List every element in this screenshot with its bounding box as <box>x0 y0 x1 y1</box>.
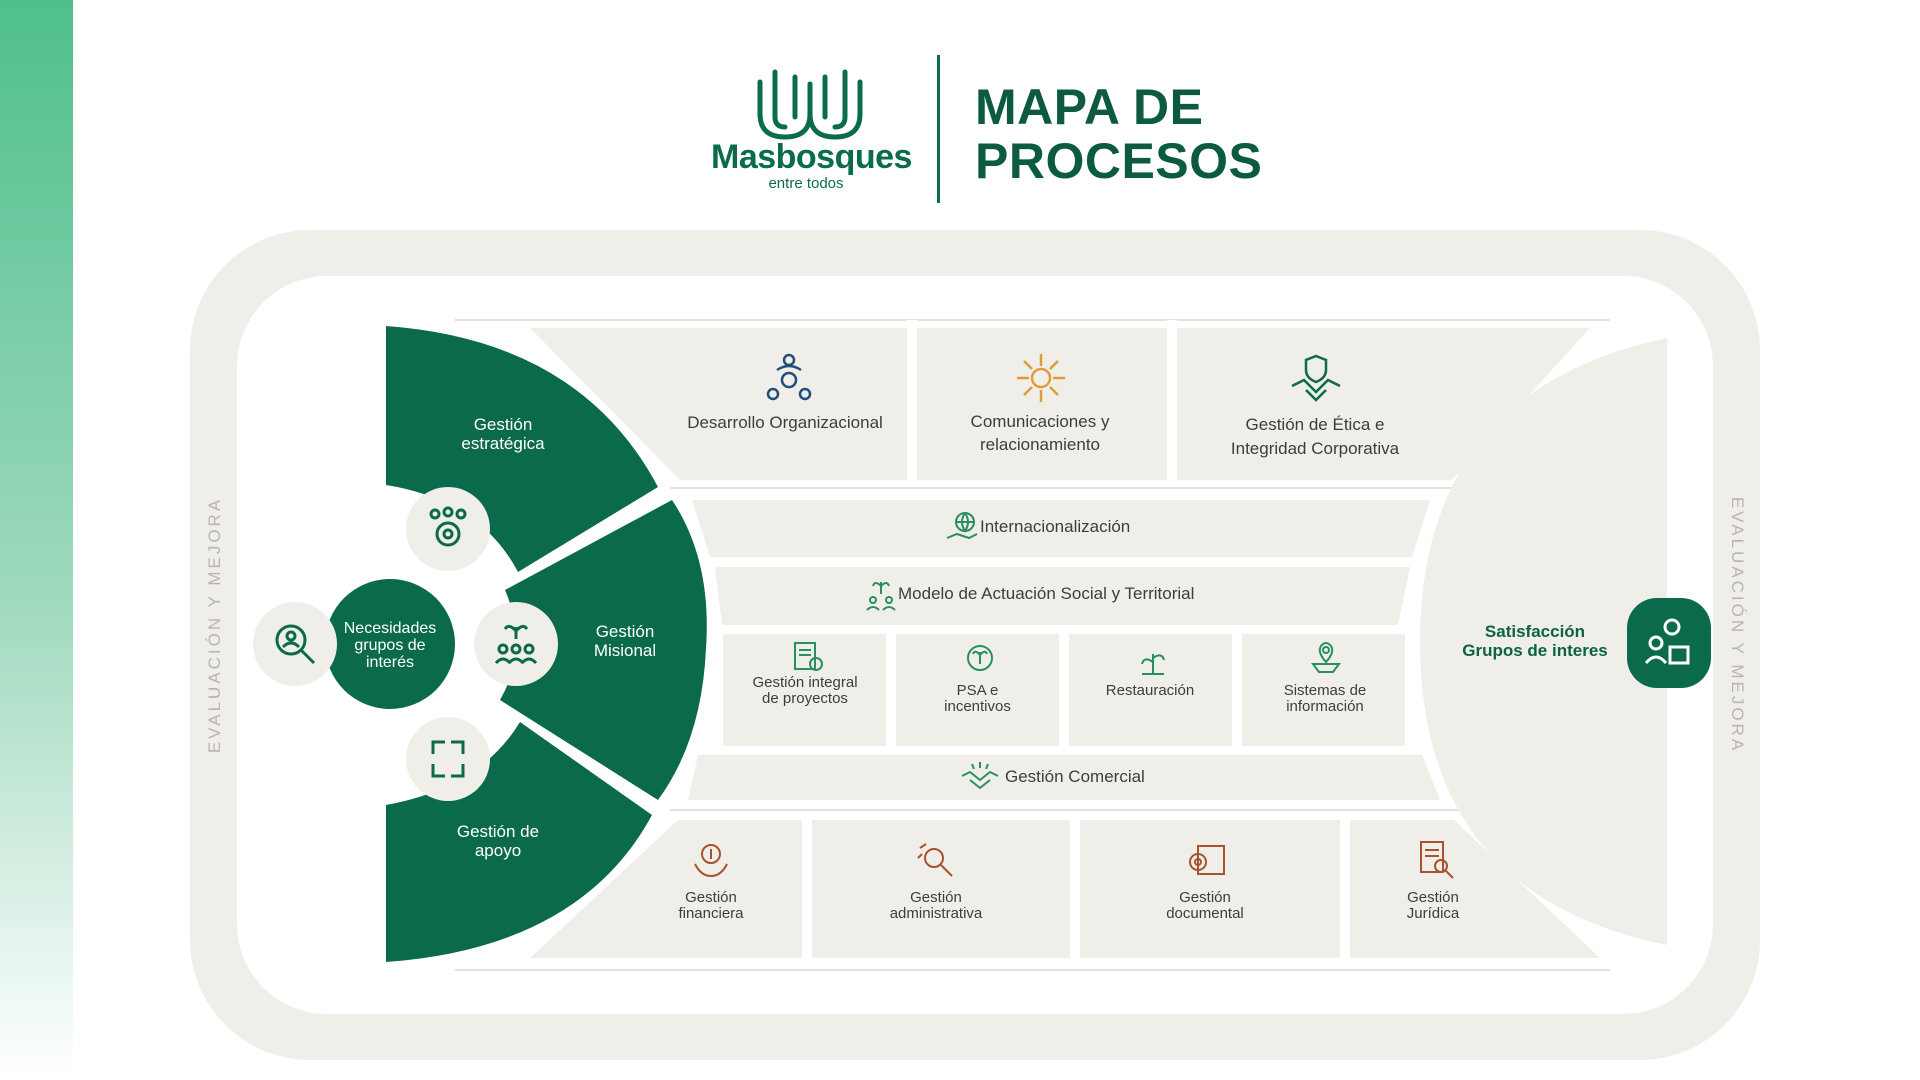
money-hands-icon <box>694 844 728 878</box>
handshake-shield-icon <box>1291 354 1341 402</box>
project-document-icon <box>794 642 823 671</box>
arrows-cycle-icon <box>431 740 465 778</box>
satisfaction-panel <box>1420 338 1667 945</box>
title-line-1: MAPA DE <box>975 79 1204 135</box>
social-model-label: Modelo de Actuación Social y Territorial <box>898 584 1195 603</box>
mission-sub-4: Sistemas de información <box>1283 682 1367 715</box>
masbosques-logo <box>757 69 863 140</box>
support-process-2: Gestión administrativa <box>889 889 983 922</box>
legal-document-icon <box>1420 841 1454 879</box>
strategic-process-3: Gestión de Ética e Integridad Corporativ… <box>1230 415 1400 458</box>
satisfaction-icon <box>1644 618 1690 665</box>
team-gear-icon <box>429 506 467 547</box>
page-title: MAPA DE PROCESOS <box>975 80 1262 188</box>
sprout-icon <box>1141 654 1165 675</box>
support-process-1: Gestión financiera <box>678 889 744 922</box>
people-plants-icon <box>866 582 896 611</box>
internationalization-band <box>692 500 1430 557</box>
header-divider <box>937 55 940 203</box>
support-process-4: Gestión Jurídica <box>1406 889 1460 922</box>
communication-hub-icon <box>1017 354 1065 402</box>
brand-tagline: entre todos <box>768 175 844 192</box>
project-box <box>723 634 886 746</box>
incentive-plant-icon <box>967 645 993 671</box>
social-model-band <box>715 567 1410 625</box>
title-line-2: PROCESOS <box>975 133 1263 189</box>
document-gears-icon <box>1189 845 1225 875</box>
strategic-label: Gestión estratégica <box>461 415 545 453</box>
satisfaction-icon-disc <box>1627 598 1711 688</box>
decorative-side-bar <box>0 0 73 1080</box>
support-process-3: Gestión documental <box>1166 889 1244 922</box>
support-band <box>530 820 1600 958</box>
admin-search-icon <box>917 843 953 877</box>
satisfaction-label: Satisfacción Grupos de interes <box>1462 622 1608 660</box>
mission-sector <box>500 500 707 800</box>
community-plant-icon <box>494 624 538 665</box>
needs-label: Necesidades grupos de interés <box>343 620 437 671</box>
mission-sub-1: Gestión integral de proyectos <box>752 674 858 707</box>
handshake-icon <box>961 762 999 790</box>
internationalization-label: Internacionalización <box>980 517 1131 536</box>
strategic-process-2: Comunicaciones y relacionamiento <box>970 412 1110 454</box>
support-sector <box>386 722 652 962</box>
globe-hand-icon <box>946 512 978 540</box>
commercial-band <box>688 755 1440 800</box>
restoration-box <box>1069 634 1232 746</box>
map-pin-icon <box>1311 642 1341 673</box>
support-label: Gestión de apoyo <box>456 822 540 860</box>
needs-circle <box>325 579 455 709</box>
organization-icon <box>766 353 812 401</box>
mission-sub-2: PSA e incentivos <box>944 682 1011 715</box>
support-icon-disc <box>406 717 490 801</box>
strategic-process-1: Desarrollo Organizacional <box>687 413 883 432</box>
mission-label: Gestión Misional <box>593 622 657 660</box>
mission-sub-3: Restauración <box>1105 682 1195 699</box>
magnifier-person-icon <box>275 624 316 665</box>
commercial-label: Gestión Comercial <box>1005 767 1145 786</box>
brand-name: Masbosques <box>711 138 912 176</box>
strategic-band <box>530 328 1590 480</box>
strategic-sector <box>386 326 658 572</box>
